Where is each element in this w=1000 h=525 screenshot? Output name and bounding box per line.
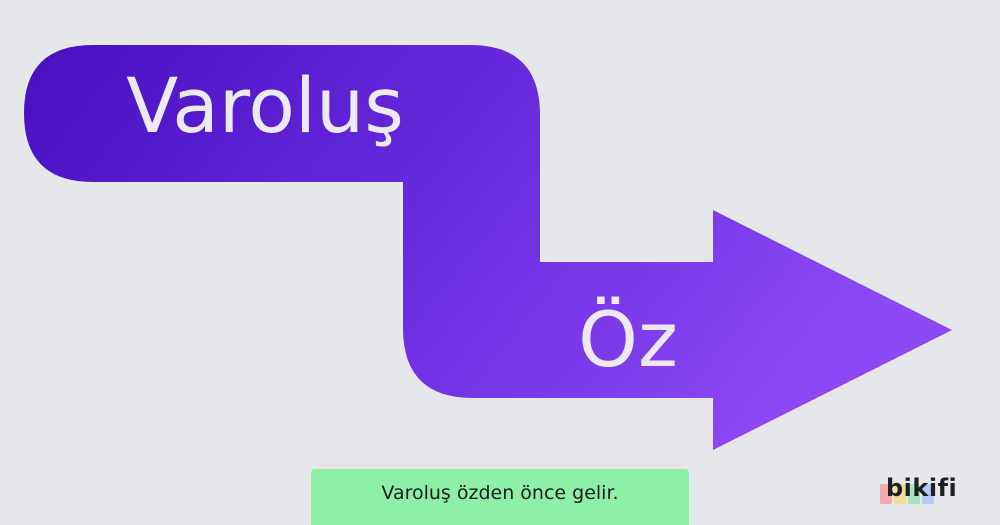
logo-text: bikifi bbox=[886, 474, 958, 502]
logo-bar-green bbox=[908, 484, 920, 504]
step-arrow-shape bbox=[24, 45, 952, 450]
logo-bar-blue bbox=[922, 484, 934, 504]
caption-box: Varoluş özden önce gelir. bbox=[311, 469, 689, 525]
bikifi-logo: bikifi bbox=[880, 474, 970, 510]
logo-bar-red bbox=[880, 484, 892, 504]
essence-label: Öz bbox=[578, 295, 678, 384]
caption-text: Varoluş özden önce gelir. bbox=[381, 482, 619, 504]
existence-label: Varoluş bbox=[126, 61, 404, 150]
logo-bar-yellow bbox=[894, 484, 906, 504]
